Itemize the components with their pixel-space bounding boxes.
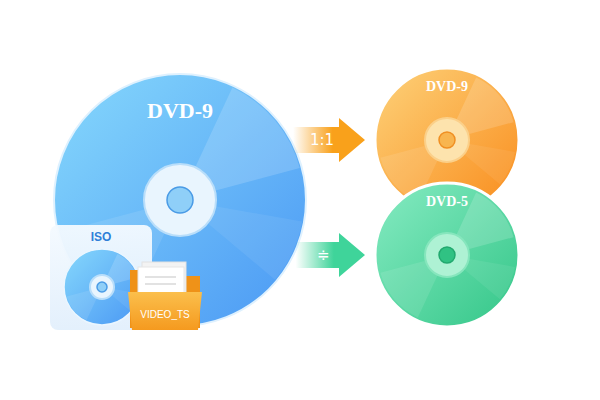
disc-label: DVD-5 [372,194,522,210]
file-type-label: ISO [50,230,152,244]
block-arrow [293,118,365,162]
video-folder: VIDEO_TS [128,262,202,332]
folder-label: VIDEO_TS [128,309,202,320]
disc-label: DVD-9 [52,98,308,124]
folder-shape [128,262,202,332]
arrow-label: 1:1 [310,131,334,149]
block-arrow [296,233,365,277]
arrow-label: ≑ [317,246,330,264]
compressed-disc: DVD-5 [372,180,522,330]
disc-label: DVD-9 [372,79,522,95]
